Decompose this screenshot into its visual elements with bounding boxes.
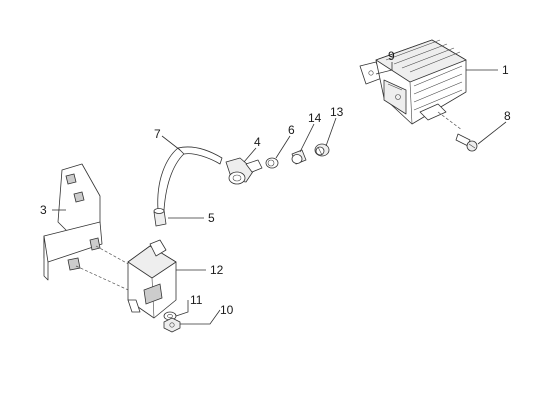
leader-11 [175,300,189,317]
leader-13 [325,117,337,147]
callout-10: 10 [220,303,234,317]
callout-6: 6 [288,123,295,137]
callout-13: 13 [330,105,344,119]
leader-8 [477,121,507,145]
nut-10 [163,317,181,333]
ht-lead [157,146,223,211]
callout-4: 4 [254,135,261,149]
mounting-bracket [43,163,169,301]
leader-14 [299,123,315,153]
leader-10 [180,309,221,325]
leader-lines [52,62,507,325]
cap-5 [153,208,167,227]
callout-8: 8 [504,109,511,123]
screw [437,111,478,152]
voltage-regulator [359,39,467,125]
callout-7: 7 [154,127,161,141]
callout-labels: 1 3 4 5 6 7 8 9 10 11 12 13 14 [40,49,511,317]
spark-plug-cap [225,157,263,185]
ring-6 [265,157,279,169]
leader-6 [275,135,291,159]
ignition-coil [127,239,177,319]
leader-7 [161,135,181,151]
callout-9: 9 [388,49,395,63]
sleeve-13 [314,143,330,157]
callout-5: 5 [208,211,215,225]
callout-1: 1 [502,63,509,77]
callout-12: 12 [210,263,224,277]
callout-14: 14 [308,111,322,125]
sleeve-14 [291,149,307,165]
callout-11: 11 [190,293,203,307]
leader-9 [375,62,393,75]
callout-3: 3 [40,203,47,217]
leader-4 [243,147,257,163]
